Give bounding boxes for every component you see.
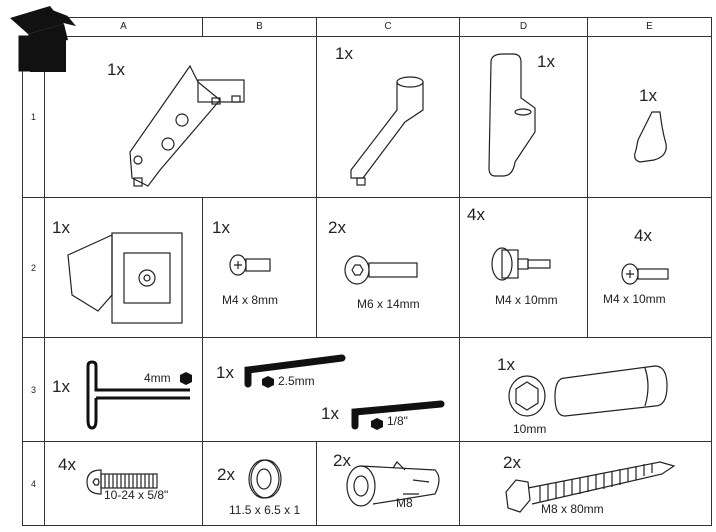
hex-key-1-8in-drawing	[351, 400, 445, 430]
arm-extension-drawing	[350, 76, 424, 186]
quantity-3a: 1x	[52, 377, 70, 396]
quantity-2c: 2x	[328, 218, 346, 237]
screw-m6x14-drawing	[344, 255, 418, 285]
arm-segment-drawing	[129, 64, 245, 187]
quantity-1e: 1x	[639, 86, 657, 105]
column-header-e: E	[587, 17, 712, 37]
quantity-1a: 1x	[107, 60, 125, 79]
quantity-2a: 1x	[52, 218, 70, 237]
quantity-3d: 1x	[497, 355, 515, 374]
size-2c: M6 x 14mm	[357, 297, 420, 311]
quantity-1d: 1x	[537, 52, 555, 71]
thumb-screw-drawing	[491, 247, 551, 281]
quantity-2e: 4x	[634, 226, 652, 245]
size-2d: M4 x 10mm	[495, 293, 558, 307]
quantity-1c: 1x	[335, 44, 353, 63]
column-header-b: B	[202, 17, 317, 37]
row-label-2: 2	[22, 197, 45, 338]
size-2b: M4 x 8mm	[222, 293, 279, 307]
quantity-2b: 1x	[212, 218, 230, 237]
quantity-4a: 4x	[58, 455, 76, 474]
cell-4d	[459, 441, 712, 526]
washer-drawing	[248, 459, 282, 499]
size-2e: M4 x 10mm	[603, 292, 666, 306]
size-4a: 10-24 x 5/8"	[104, 488, 169, 502]
size-3b1: 2.5mm	[278, 374, 315, 388]
quantity-4b: 2x	[217, 465, 235, 484]
button-head-screw-drawing	[86, 469, 158, 495]
column-header-c: C	[316, 17, 460, 37]
box-icon	[10, 6, 76, 72]
quantity-2d: 4x	[467, 205, 485, 224]
screw-m4x10-drawing	[621, 263, 669, 285]
size-3a: 4mm	[144, 371, 171, 385]
lag-bolt-drawing	[505, 461, 676, 513]
screw-m4x8-drawing	[229, 254, 271, 276]
size-4d: M8 x 80mm	[541, 502, 604, 516]
row-label-3: 3	[22, 337, 45, 442]
quantity-4d: 2x	[503, 453, 521, 472]
quantity-3b2: 1x	[321, 404, 339, 423]
size-4c: M8	[396, 496, 413, 510]
size-4b: 11.5 x 6.5 x 1	[229, 503, 301, 517]
size-3d: 10mm	[513, 422, 547, 436]
row-label-4: 4	[22, 441, 45, 526]
wall-bracket-drawing	[488, 53, 536, 177]
vesa-plate-drawing	[67, 232, 183, 324]
hex-key-2-5mm-drawing	[244, 354, 346, 388]
quantity-4c: 2x	[333, 451, 351, 470]
size-3b2: 1/8"	[387, 414, 408, 428]
cover-cap-drawing	[634, 111, 667, 163]
t-handle-hex-key-drawing	[86, 360, 192, 430]
socket-10mm-drawing	[508, 365, 668, 417]
wall-anchor-drawing	[346, 461, 440, 507]
quantity-3b1: 1x	[216, 363, 234, 382]
column-header-d: D	[459, 17, 588, 37]
